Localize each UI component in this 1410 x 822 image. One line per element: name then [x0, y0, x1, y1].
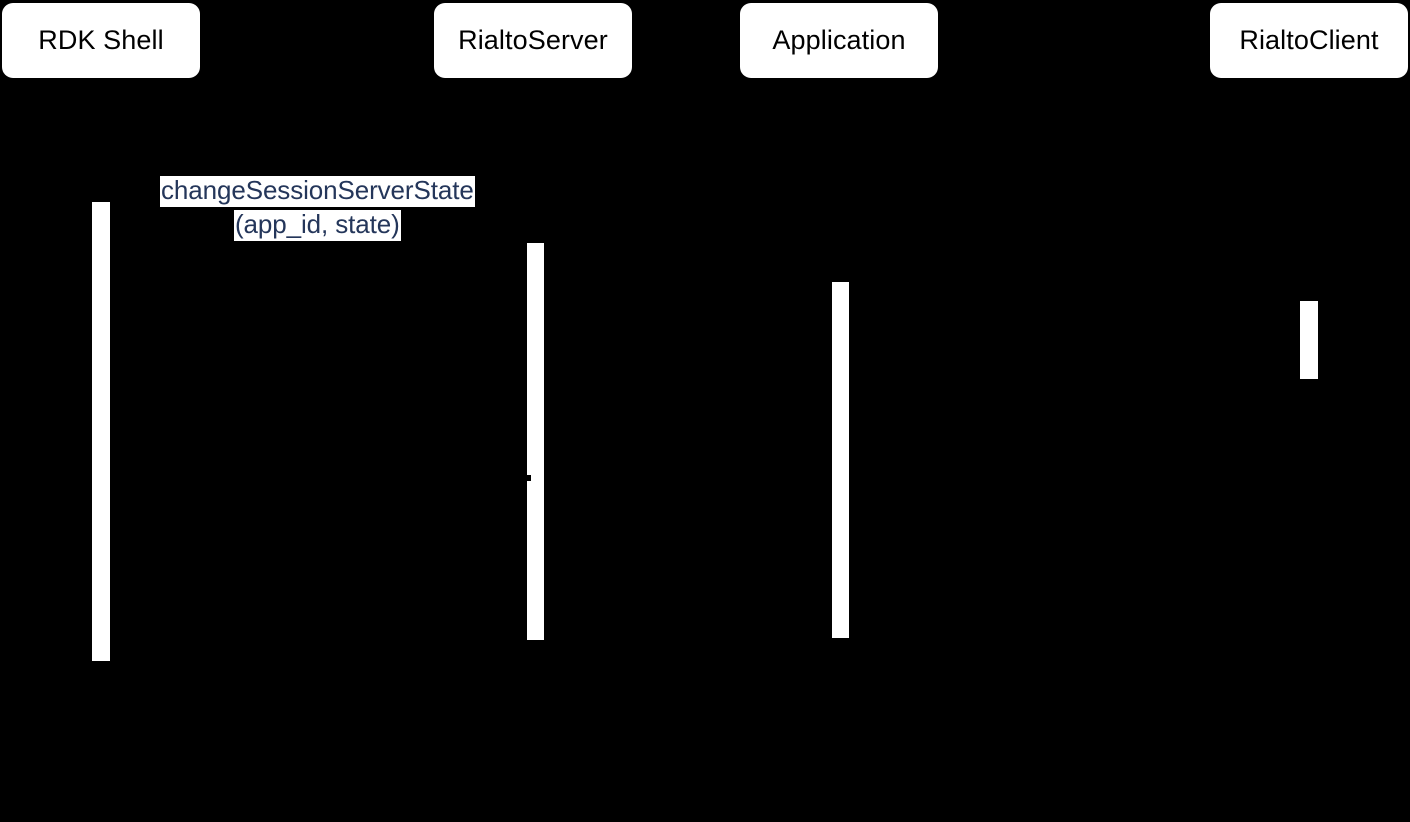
- participant-box-rialto-client[interactable]: RialtoClient: [1210, 3, 1408, 78]
- message-label-line-1: changeSessionServerState: [160, 175, 475, 207]
- activation-bar-rialto-client[interactable]: [1300, 301, 1318, 379]
- activation-bar-application[interactable]: [832, 282, 849, 638]
- activation-notch-rialto-server: [527, 475, 531, 481]
- message-label-change-session-server-state: changeSessionServerState (app_id, state): [160, 176, 475, 241]
- lifeline-rialto-client: [1308, 78, 1310, 778]
- participant-label-rialto-client: RialtoClient: [1239, 25, 1379, 55]
- message-arrow-line-change-session-server-state: [103, 240, 523, 242]
- message-label-line-2: (app_id, state): [233, 209, 401, 241]
- activation-bar-rdk-shell[interactable]: [92, 202, 110, 661]
- participant-box-application[interactable]: Application: [740, 3, 938, 78]
- participant-box-rdk-shell[interactable]: RDK Shell: [2, 3, 200, 78]
- activation-bar-rialto-server[interactable]: [527, 243, 544, 640]
- participant-label-application: Application: [772, 25, 906, 55]
- message-arrow-head-change-session-server-state: [521, 235, 532, 247]
- participant-box-rialto-server[interactable]: RialtoServer: [434, 3, 632, 78]
- participant-label-rialto-server: RialtoServer: [458, 25, 608, 55]
- participant-label-rdk-shell: RDK Shell: [38, 25, 164, 55]
